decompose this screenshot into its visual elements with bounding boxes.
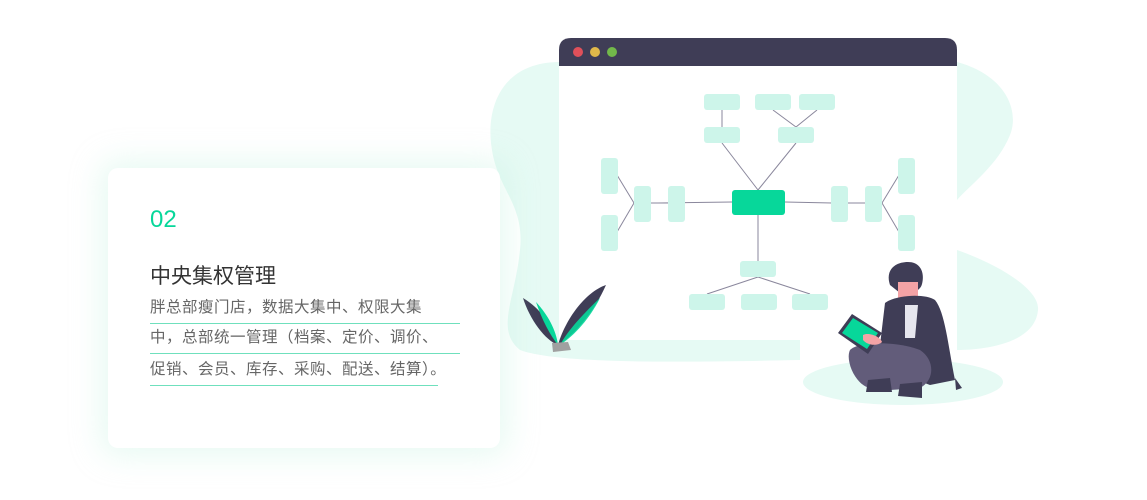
close-dot-icon bbox=[573, 47, 583, 57]
node-bottom-1 bbox=[740, 261, 776, 277]
browser-window bbox=[559, 38, 957, 338]
description-line: 促销、会员、库存、采购、配送、结算）。 bbox=[150, 356, 446, 386]
node-top-5 bbox=[778, 127, 814, 143]
node-top-3 bbox=[799, 94, 835, 110]
description-line: 中，总部统一管理（档案、定价、调价、 bbox=[150, 324, 460, 354]
node-left-1 bbox=[601, 158, 618, 194]
node-right-4 bbox=[898, 215, 915, 251]
feature-number: 02 bbox=[150, 206, 177, 233]
node-bottom-4 bbox=[792, 294, 828, 310]
node-right-1 bbox=[831, 186, 848, 222]
node-top-4 bbox=[704, 127, 740, 143]
node-top-1 bbox=[704, 94, 740, 110]
node-left-2 bbox=[601, 215, 618, 251]
background-blob-right-lower bbox=[957, 250, 1039, 350]
feature-description: 胖总部瘦门店，数据大集中、权限大集 中，总部统一管理（档案、定价、调价、 促销、… bbox=[150, 294, 460, 386]
node-center bbox=[732, 190, 785, 215]
node-bottom-2 bbox=[689, 294, 725, 310]
background-blob-left bbox=[490, 62, 800, 362]
node-left-3 bbox=[634, 186, 651, 222]
node-right-3 bbox=[898, 158, 915, 194]
plant-icon bbox=[523, 285, 606, 352]
mindmap-nodes bbox=[601, 94, 915, 310]
feature-title: 中央集权管理 bbox=[150, 264, 276, 288]
maximize-dot-icon bbox=[607, 47, 617, 57]
feature-card: 02 中央集权管理 胖总部瘦门店，数据大集中、权限大集 中，总部统一管理（档案、… bbox=[108, 168, 500, 448]
person-illustration bbox=[838, 262, 962, 398]
description-line: 胖总部瘦门店，数据大集中、权限大集 bbox=[150, 294, 460, 324]
minimize-dot-icon bbox=[590, 47, 600, 57]
background-blob-right bbox=[957, 62, 1013, 200]
node-left-4 bbox=[668, 186, 685, 222]
node-right-2 bbox=[865, 186, 882, 222]
node-top-2 bbox=[755, 94, 791, 110]
node-bottom-3 bbox=[741, 294, 777, 310]
